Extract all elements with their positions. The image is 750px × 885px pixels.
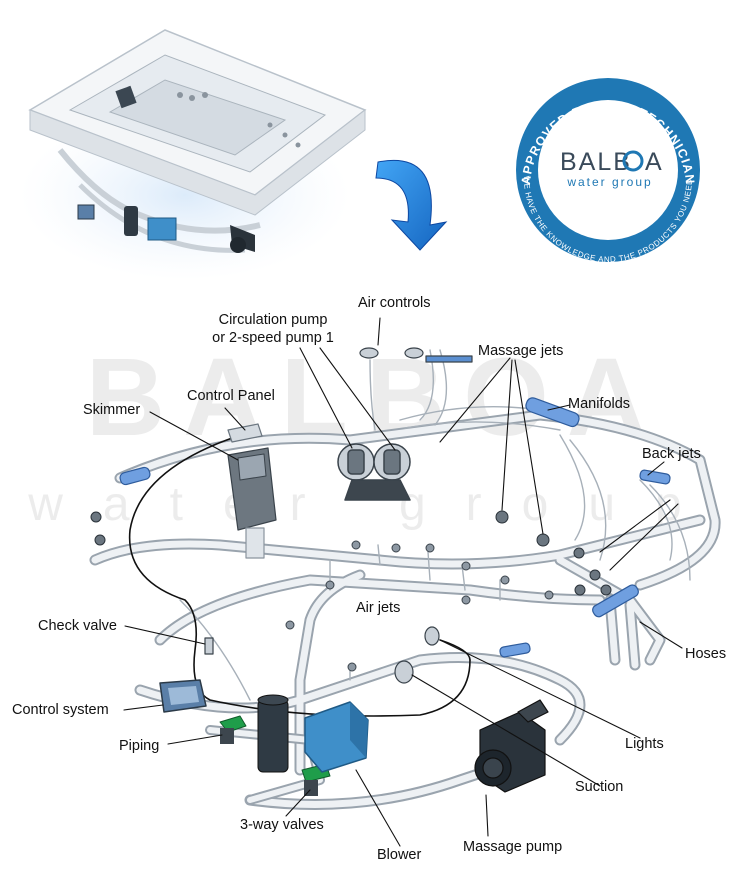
curved-arrow-icon [375, 160, 448, 251]
badge-brand-o-icon [622, 150, 644, 172]
label-control-panel: Control Panel [187, 388, 275, 404]
label-skimmer: Skimmer [83, 402, 141, 418]
badge-brand-sub: water group [566, 175, 652, 189]
label-circulation-pump: Circulation pump or 2-speed pump 1 [188, 311, 358, 347]
label-massage-pump: Massage pump [463, 839, 563, 855]
label-hoses: Hoses [685, 646, 727, 662]
label-check-valve: Check valve [38, 618, 117, 634]
label-lights: Lights [625, 736, 664, 752]
label-circulation-pump-line1: Circulation pump [218, 312, 328, 328]
badge-brand-left: BALB [560, 148, 632, 176]
label-manifolds: Manifolds [568, 396, 631, 412]
label-air-jets: Air jets [356, 600, 401, 616]
plumbing-diagram [89, 317, 721, 847]
label-circulation-pump-line2: or 2-speed pump 1 [212, 330, 334, 346]
label-control-system: Control system [12, 702, 109, 718]
label-back-jets: Back jets [642, 446, 701, 462]
label-air-controls: Air controls [358, 295, 431, 311]
label-suction: Suction [575, 779, 624, 795]
spa-tub-thumbnail [20, 29, 367, 280]
label-piping: Piping [119, 738, 160, 754]
label-3-way-valves: 3-way valves [240, 817, 324, 833]
label-blower: Blower [377, 847, 422, 863]
label-massage-jets: Massage jets [478, 343, 564, 359]
badge-brand-right: A [645, 148, 662, 176]
